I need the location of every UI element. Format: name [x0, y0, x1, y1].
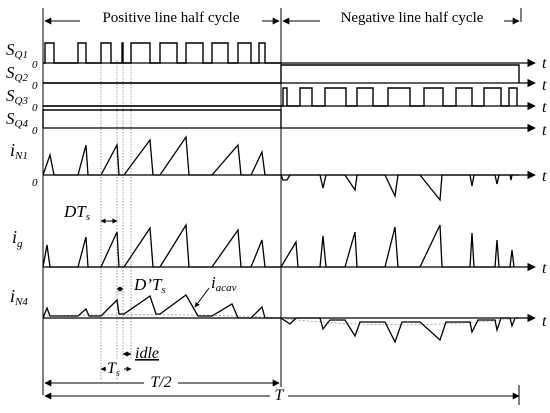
label-in4: iN4: [10, 286, 28, 308]
waveform-in4: [42, 294, 281, 319]
axis-label-in1: t: [542, 168, 547, 185]
axis-t-labels: t t t t t t t: [542, 55, 547, 330]
waveform-sq4: [42, 109, 282, 128]
svg-text:T: T: [275, 387, 285, 404]
label-sq1: SQ1: [6, 40, 28, 61]
svg-text:Ts: Ts: [107, 360, 120, 379]
axis-label-ig: t: [542, 260, 547, 277]
zero-label-sq4: 0: [32, 125, 38, 137]
annotation-dts: DTs: [63, 202, 118, 224]
svg-text:D’Ts: D’Ts: [133, 275, 166, 296]
label-ig: ig: [12, 227, 23, 250]
annotation-period: T: [44, 385, 520, 405]
annotation-iacav: iacav: [194, 273, 237, 308]
negative-half-label: Negative line half cycle: [341, 10, 484, 26]
signal-labels: SQ1 SQ2 SQ3 SQ4 iN1 ig iN4: [6, 40, 28, 308]
annotation-idle: idle: [122, 345, 159, 362]
svg-text:DTs: DTs: [63, 202, 90, 223]
label-in1: iN1: [10, 140, 28, 162]
annotation-ts: Ts: [100, 360, 132, 379]
axis-label-in4: t: [542, 313, 547, 330]
axis-label-sq2: t: [542, 77, 547, 94]
header: Positive line half cycle Negative line h…: [42, 6, 522, 395]
label-sq3: SQ3: [6, 86, 28, 107]
waveform-in1: [42, 135, 281, 176]
annotation-dpts: D’Ts: [116, 275, 166, 296]
zero-label-in1: 0: [32, 177, 38, 189]
zero-label-sq1: 0: [32, 59, 38, 71]
label-sq4: SQ4: [6, 109, 28, 130]
axis-label-sq1: t: [542, 55, 547, 72]
annotation-half-period: T/2: [44, 374, 280, 391]
waveform-in1-negative: [280, 174, 519, 202]
zero-label-sq3: 0: [32, 102, 38, 114]
svg-text:idle: idle: [135, 345, 159, 362]
zero-label-sq2: 0: [32, 80, 38, 92]
zero-labels: 0 0 0 0 0: [32, 59, 38, 189]
guide-lines: [100, 60, 132, 380]
svg-text:iacav: iacav: [211, 273, 237, 294]
positive-half-label: Positive line half cycle: [102, 10, 239, 26]
waveform-sq3: [43, 87, 518, 107]
svg-text:T/2: T/2: [150, 374, 171, 391]
axis-label-sq4: t: [542, 122, 547, 139]
label-sq2: SQ2: [6, 63, 28, 84]
waveform-sq1: [43, 42, 281, 64]
waveform-in4-average: [42, 314, 520, 326]
axis-label-sq3: t: [542, 99, 547, 116]
waveform-in4-negative: [280, 317, 519, 344]
waveform-sq2: [43, 64, 520, 84]
waveform-ig: [42, 222, 515, 268]
